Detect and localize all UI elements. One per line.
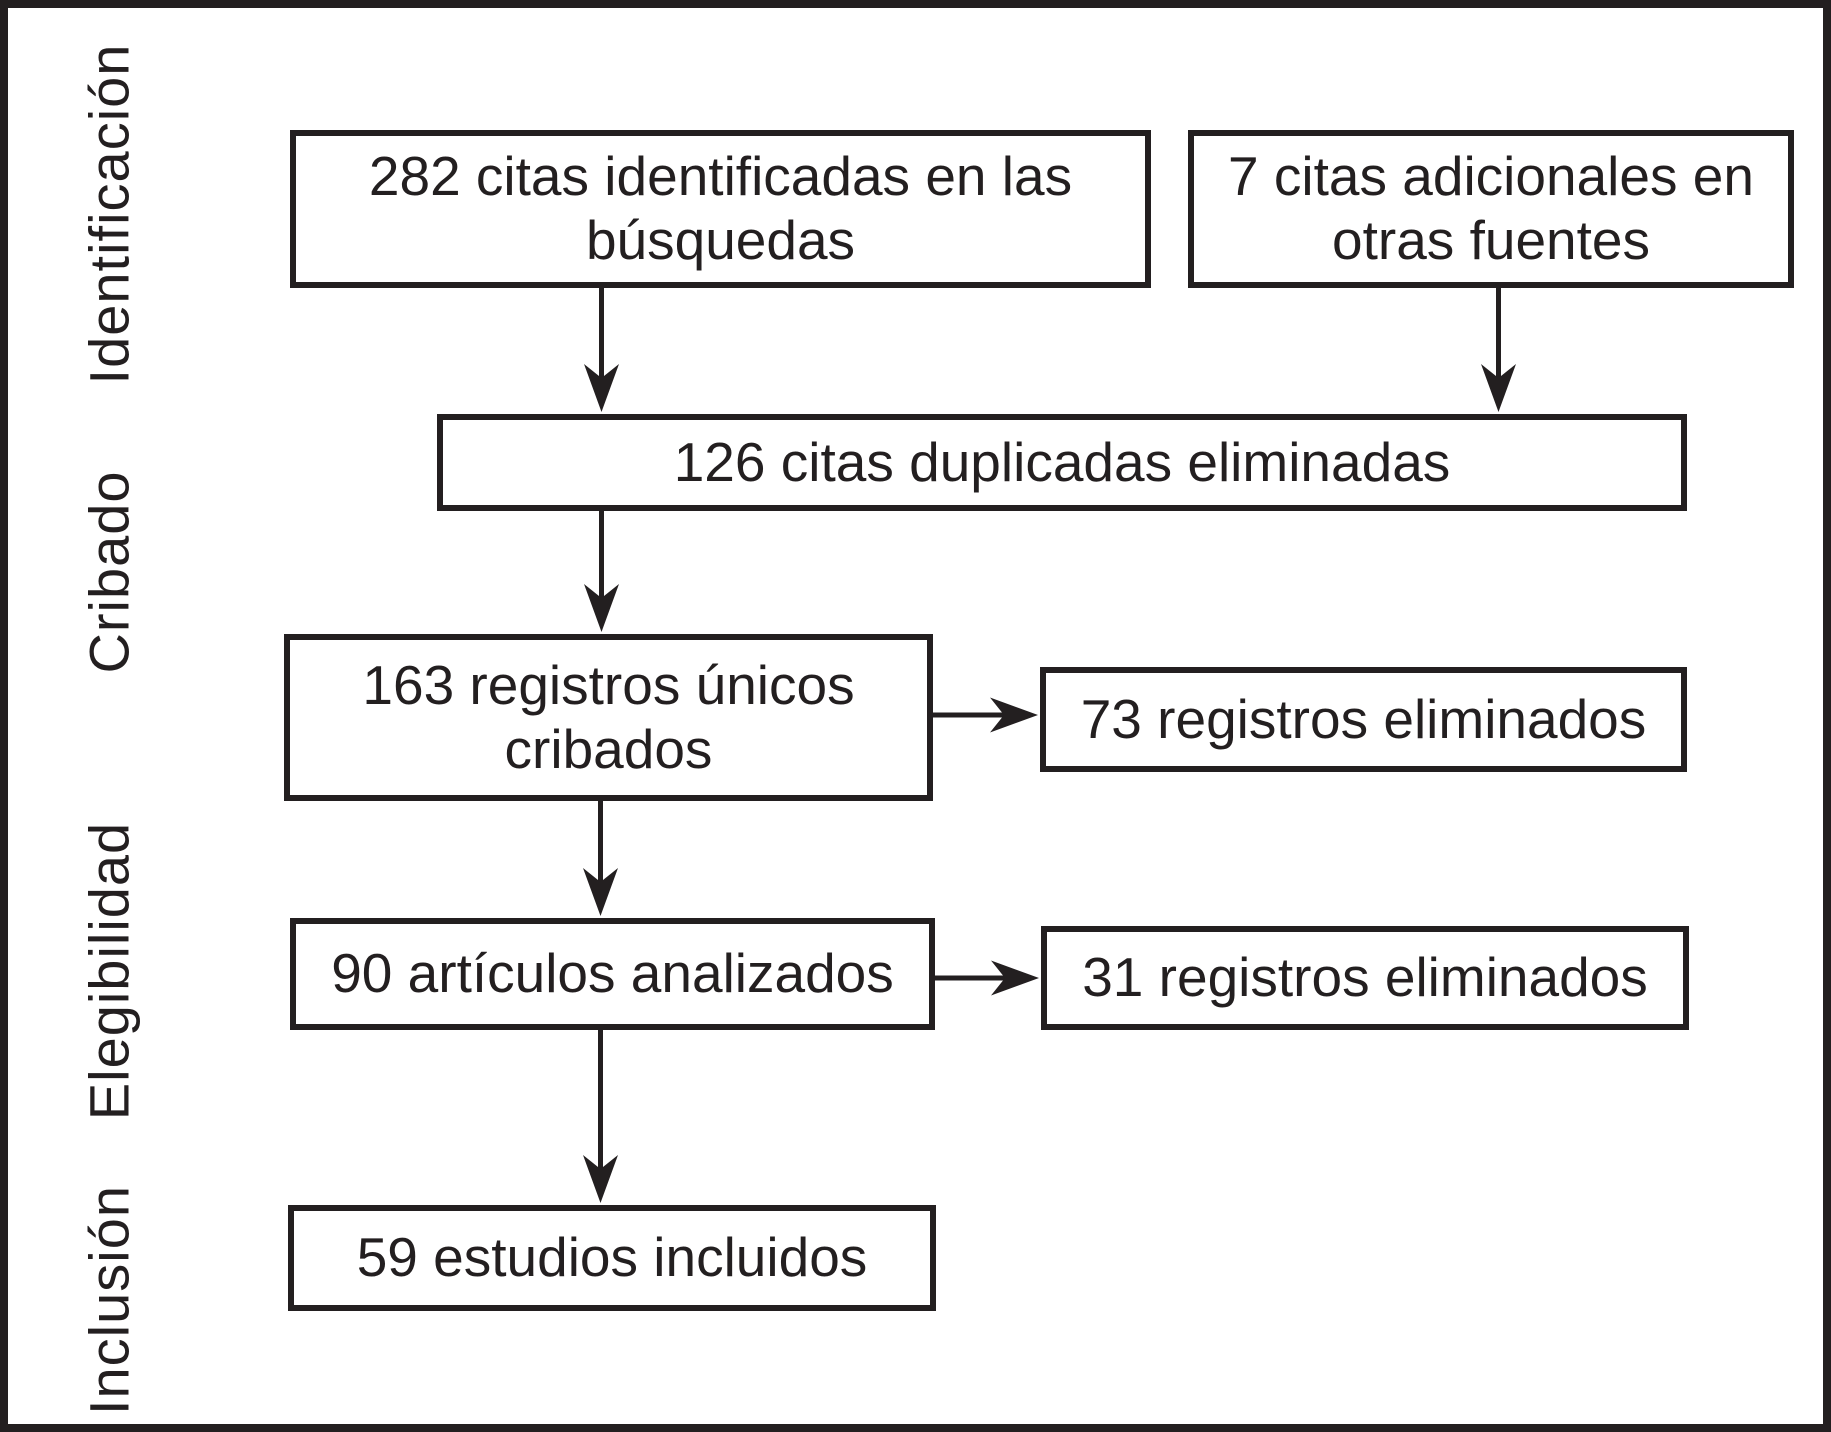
- box-additional-citations: 7 citas adicionales en otras fuentes: [1188, 130, 1794, 288]
- stage-label-cribado: Cribado: [77, 470, 141, 674]
- box-articles-assessed: 90 artículos analizados: [290, 918, 935, 1030]
- arrow-identified-to-duplicates: [584, 288, 619, 412]
- box-identified-citations-text: 282 citas identificadas en las búsquedas: [368, 145, 1073, 271]
- box-unique-records-screened: 163 registros únicos cribados: [284, 634, 933, 801]
- box-duplicates-removed: 126 citas duplicadas eliminadas: [437, 414, 1687, 511]
- arrow-screened-to-assessed: [583, 801, 618, 916]
- arrow-assessed-to-included: [583, 1030, 618, 1203]
- box-studies-included-text: 59 estudios incluidos: [356, 1226, 868, 1289]
- box-duplicates-removed-text: 126 citas duplicadas eliminadas: [673, 430, 1451, 493]
- box-additional-citations-text: 7 citas adicionales en otras fuentes: [1228, 145, 1754, 271]
- box-screening-records-excluded: 73 registros eliminados: [1040, 667, 1687, 772]
- stage-label-identificacion: Identificación: [77, 43, 141, 385]
- box-screening-records-excluded-text: 73 registros eliminados: [1080, 687, 1647, 750]
- box-articles-assessed-text: 90 artículos analizados: [331, 942, 894, 1005]
- arrow-assessed-to-excluded: [935, 960, 1039, 996]
- stage-label-elegibilidad: Elegibilidad: [77, 821, 141, 1121]
- box-eligibility-records-excluded: 31 registros eliminados: [1041, 926, 1689, 1030]
- stage-label-inclusion: Inclusión: [77, 1184, 141, 1416]
- arrow-screened-to-excluded: [933, 697, 1038, 733]
- box-studies-included: 59 estudios incluidos: [288, 1205, 936, 1311]
- box-unique-records-screened-text: 163 registros únicos cribados: [362, 653, 855, 780]
- arrow-additional-to-duplicates: [1481, 288, 1516, 412]
- box-identified-citations: 282 citas identificadas en las búsquedas: [290, 130, 1151, 288]
- arrow-duplicates-to-screened: [584, 511, 619, 632]
- box-eligibility-records-excluded-text: 31 registros eliminados: [1082, 946, 1648, 1009]
